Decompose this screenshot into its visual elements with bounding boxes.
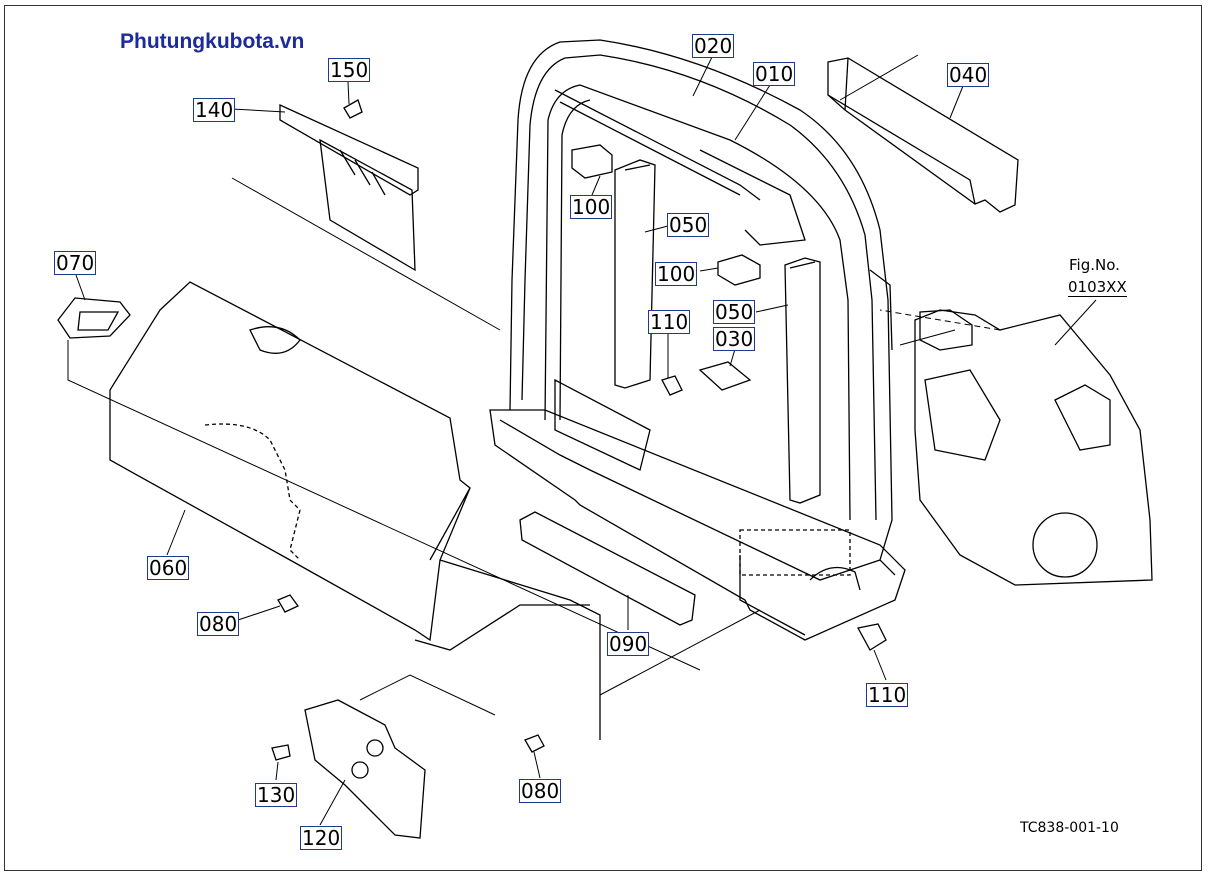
callout-100-upper: 100	[570, 195, 613, 219]
callout-030: 030	[713, 327, 756, 351]
plate-120	[304, 699, 426, 839]
cover-060	[109, 281, 601, 740]
watermark: Phutungkubota.vn	[120, 30, 305, 53]
clip-070	[57, 297, 131, 339]
callout-070: 070	[54, 251, 97, 275]
pads-050	[614, 159, 821, 504]
callout-010: 010	[753, 62, 796, 86]
callout-110-lower: 110	[866, 683, 909, 707]
callout-040: 040	[947, 63, 990, 87]
callout-150: 150	[328, 58, 371, 82]
callout-090: 090	[607, 632, 650, 656]
callout-130: 130	[255, 783, 298, 807]
diagram-frame	[4, 5, 1202, 871]
callout-100-lower: 100	[655, 262, 698, 286]
engine-housing	[914, 309, 1153, 586]
callout-060: 060	[147, 556, 190, 580]
cover-140	[279, 99, 419, 272]
bar-090	[519, 511, 696, 626]
callout-120: 120	[300, 826, 343, 850]
callout-020: 020	[692, 34, 735, 58]
callout-050-lower: 050	[713, 300, 756, 324]
blocks-100	[571, 144, 761, 286]
cover-040	[827, 57, 1019, 213]
callout-080-lower: 080	[519, 779, 562, 803]
figure-ref-line1: Fig.No.	[1069, 256, 1120, 274]
callout-140: 140	[193, 98, 236, 122]
rops-frame	[509, 39, 896, 576]
callout-110-upper: 110	[648, 310, 691, 334]
figure-ref-line2: 0103XX	[1068, 278, 1127, 297]
leader-lines	[67, 54, 1097, 826]
drawing-code: TC838-001-10	[1020, 820, 1119, 836]
callout-080-left: 080	[197, 612, 240, 636]
base-plate	[489, 378, 906, 641]
pad-030	[698, 361, 752, 391]
callout-050-upper: 050	[667, 213, 710, 237]
bolts	[271, 375, 887, 761]
